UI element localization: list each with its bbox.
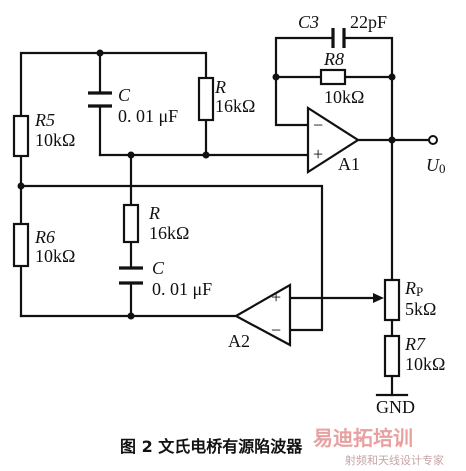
r-mid-value: 16kΩ — [149, 223, 189, 243]
wiper-arrowhead — [373, 293, 384, 303]
opamp-a1 — [306, 105, 361, 175]
resistor-r-top — [197, 76, 215, 122]
watermark-tagline: 射频和天线设计专家 — [345, 453, 444, 467]
a2-label: A2 — [228, 331, 250, 351]
opamp-a2 — [233, 283, 292, 347]
c3-label: C3 — [298, 12, 319, 32]
a1-label: A1 — [338, 154, 360, 174]
r6-value: 10kΩ — [35, 246, 75, 266]
rp-value: 5kΩ — [405, 299, 436, 319]
capacitor-c-top — [88, 91, 112, 108]
c-top-value: 0. 01 μF — [118, 106, 178, 126]
c-mid-value: 0. 01 μF — [152, 279, 212, 299]
potentiometer-rp — [383, 278, 401, 322]
capacitor-c3 — [331, 28, 346, 48]
c-top-label: C — [118, 85, 131, 105]
watermark-brand: 易迪拓培训 — [313, 426, 413, 450]
output-label: U0 — [426, 155, 446, 176]
gnd-label: GND — [376, 397, 415, 417]
a2-minus-sign: − — [271, 320, 281, 340]
r-mid-label: R — [148, 203, 160, 223]
r-top-value: 16kΩ — [215, 96, 255, 116]
r-top-label: R — [214, 77, 226, 97]
resistor-r-mid — [122, 203, 140, 244]
output-terminal — [428, 135, 438, 145]
a2-plus-sign: + — [271, 287, 281, 307]
r5-value: 10kΩ — [35, 130, 75, 150]
r5-label: R5 — [34, 110, 55, 130]
r7-value: 10kΩ — [405, 354, 445, 374]
resistor-r8 — [319, 68, 347, 86]
resistor-r7 — [383, 334, 401, 378]
resistor-r5 — [12, 114, 30, 158]
capacitor-c-mid — [119, 266, 143, 285]
rp-label: RP — [404, 278, 423, 299]
c3-value: 22pF — [350, 12, 387, 32]
r8-value: 10kΩ — [324, 87, 364, 107]
r6-label: R6 — [34, 227, 55, 247]
r8-label: R8 — [323, 49, 344, 69]
a1-minus-sign: − — [313, 115, 323, 135]
c-mid-label: C — [152, 258, 165, 278]
figure-caption: 图 2 文氏电桥有源陷波器 — [120, 437, 303, 456]
r7-label: R7 — [404, 334, 426, 354]
a1-plus-sign: + — [313, 144, 323, 164]
resistor-r6 — [12, 222, 30, 268]
junction-dots — [17, 49, 396, 320]
